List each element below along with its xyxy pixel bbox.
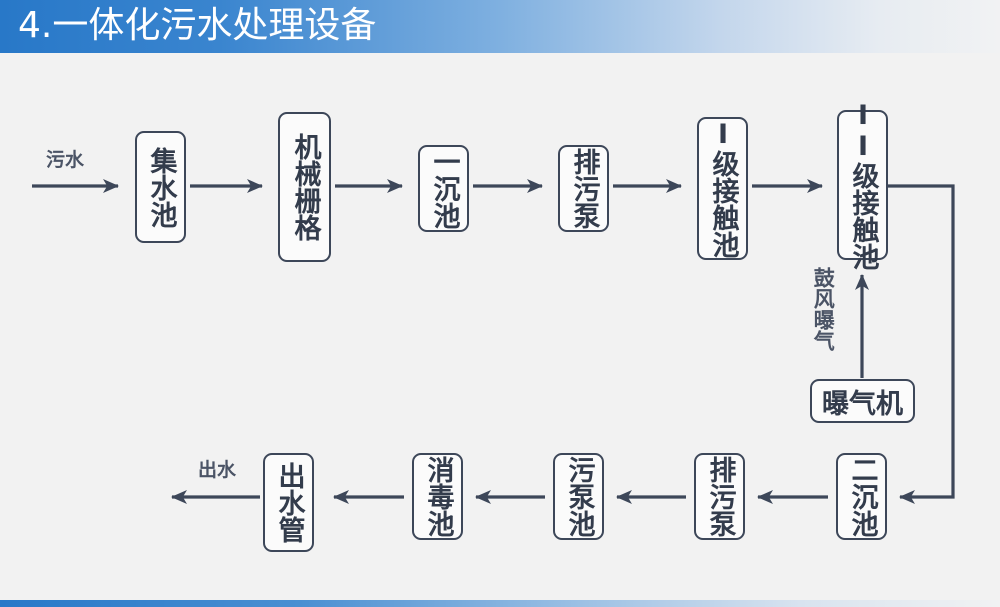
node-paiwubeng-2-label: 排污泵 <box>704 456 736 537</box>
edge-jiechuchi2-erchenchi <box>887 184 955 504</box>
title-bar: 4.一体化污水处理设备 <box>0 0 1000 53</box>
node-erchenchi-label: 二沉池 <box>846 456 878 537</box>
node-jixieshange-label: 机械栅格 <box>289 133 321 241</box>
node-paiwubeng-2[interactable]: 排污泵 <box>694 453 745 540</box>
node-yichenchi[interactable]: 一沉池 <box>418 145 469 232</box>
node-jiechuchi-2-label: II级接触池 <box>847 100 879 270</box>
footer-bar <box>0 600 1000 607</box>
process-flow-diagram: 污水 出水 鼓风曝气 集水池 机械栅格 一沉池 排污泵 I级接触池 II级接触池… <box>0 53 1000 600</box>
node-jishuichi-label: 集水池 <box>145 146 177 228</box>
node-jishuichi[interactable]: 集水池 <box>135 131 186 243</box>
node-jiechuchi-2[interactable]: II级接触池 <box>837 100 888 270</box>
node-yichenchi-label: 一沉池 <box>428 148 460 229</box>
node-paiwubeng-1-label: 排污泵 <box>568 148 600 229</box>
node-puqiji[interactable]: 曝气机 <box>810 379 915 423</box>
inlet-label: 污水 <box>46 149 85 171</box>
aeration-label: 鼓风曝气 <box>811 267 836 351</box>
page-title: 4.一体化污水处理设备 <box>18 5 377 46</box>
node-jixieshange[interactable]: 机械栅格 <box>278 112 331 262</box>
node-jiechuchi-1[interactable]: I级接触池 <box>697 117 748 260</box>
node-chushuiguan-label: 出水管 <box>273 462 305 543</box>
node-xiaoduchi[interactable]: 消毒池 <box>412 453 463 540</box>
node-puqiji-label: 曝气机 <box>822 388 903 420</box>
edge-layer <box>32 179 955 504</box>
node-erchenchi[interactable]: 二沉池 <box>836 453 887 540</box>
node-wubengchi-label: 污泵池 <box>563 456 595 537</box>
node-xiaoduchi-label: 消毒池 <box>422 456 454 537</box>
node-jiechuchi-1-label: I级接触池 <box>707 119 739 258</box>
outlet-label: 出水 <box>198 459 237 481</box>
node-wubengchi[interactable]: 污泵池 <box>553 453 604 540</box>
node-chushuiguan[interactable]: 出水管 <box>263 453 314 552</box>
node-paiwubeng-1[interactable]: 排污泵 <box>558 145 609 232</box>
